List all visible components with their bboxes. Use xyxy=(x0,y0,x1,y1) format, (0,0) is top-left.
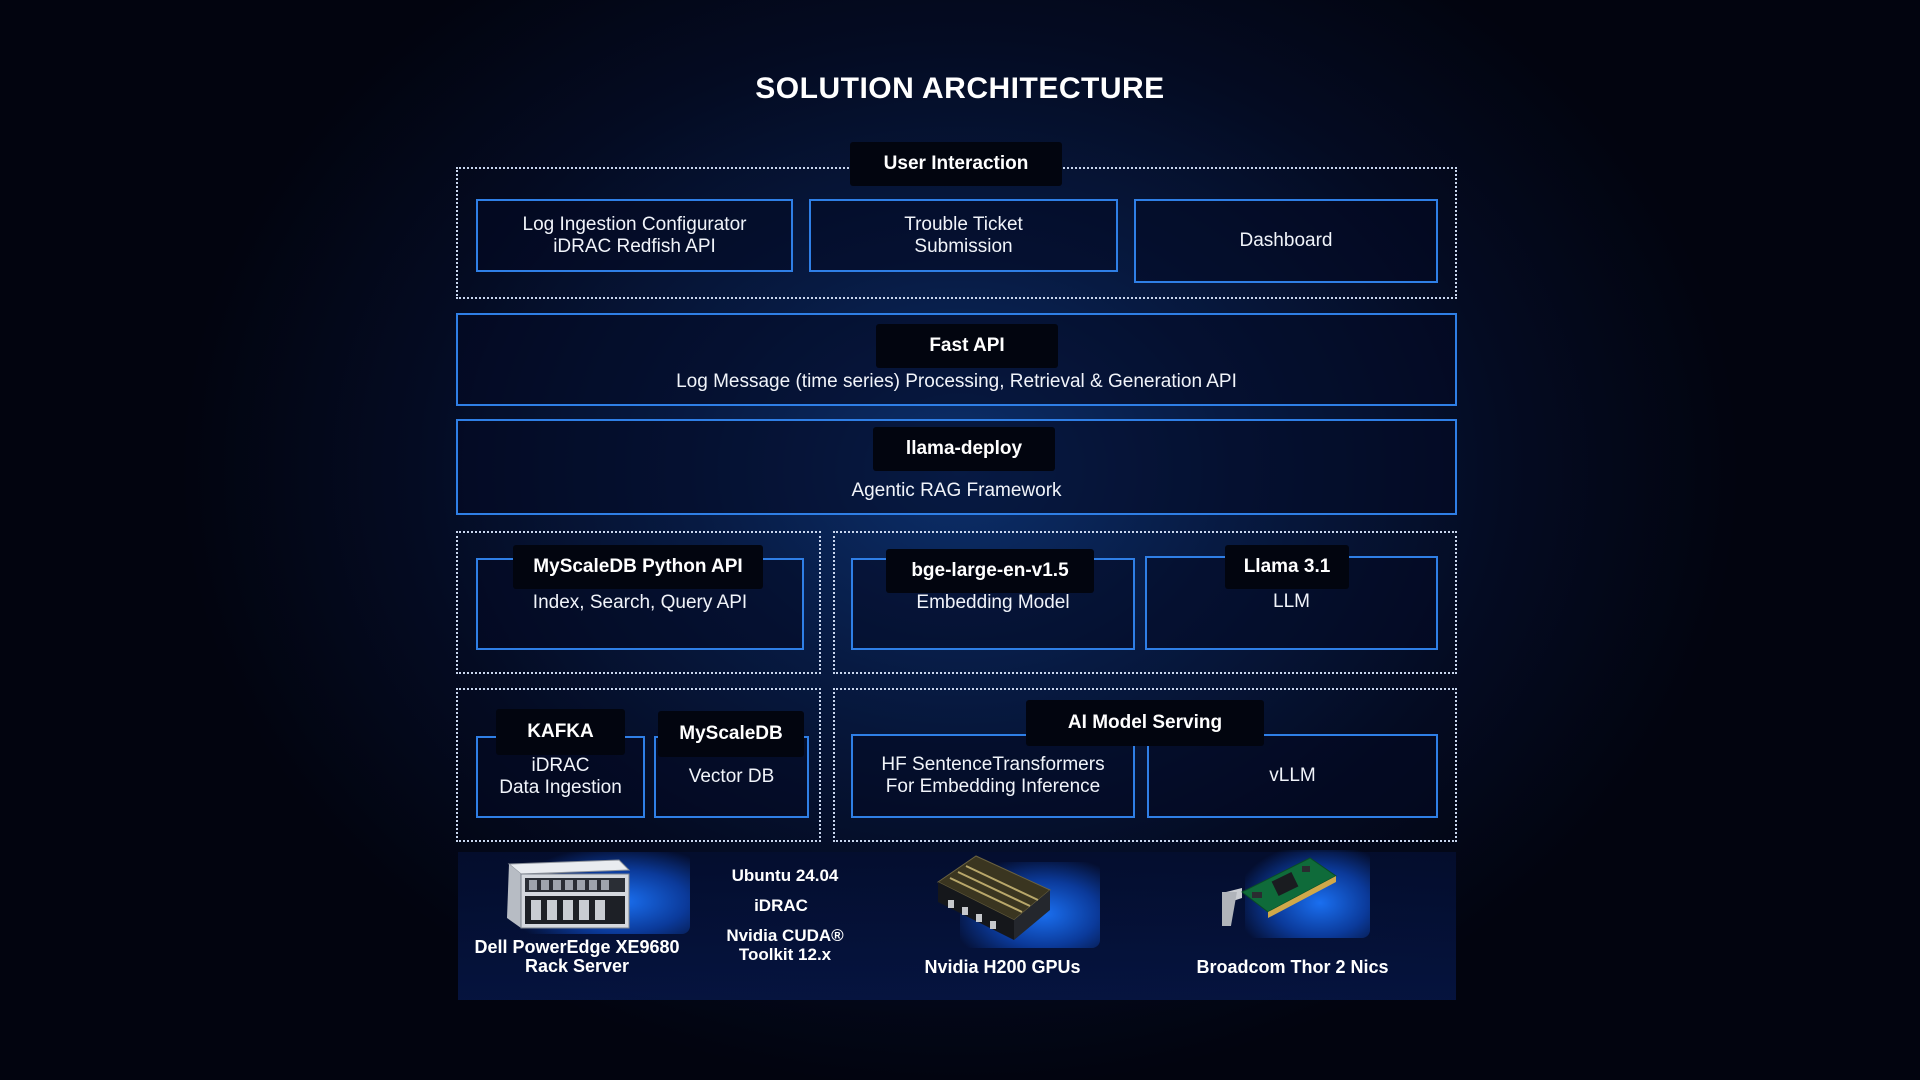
kafka-tag: KAFKA xyxy=(496,709,625,755)
llm-description: LLM xyxy=(1273,591,1310,612)
hf-line2: For Embedding Inference xyxy=(885,776,1101,797)
log-ingestion-configurator-box[interactable]: Log Ingestion Configurator iDRAC Redfish… xyxy=(476,199,793,272)
llm-tag: Llama 3.1 xyxy=(1225,545,1349,589)
vllm-label: vLLM xyxy=(1269,765,1316,786)
fast-api-tag: Fast API xyxy=(876,324,1058,368)
trouble-ticket-box[interactable]: Trouble Ticket Submission xyxy=(809,199,1118,272)
nic-card-icon xyxy=(1212,852,1340,932)
myscale-python-api-tag: MyScaleDB Python API xyxy=(513,545,763,589)
os-label: Ubuntu 24.04 xyxy=(731,866,839,885)
server-icon xyxy=(495,856,635,932)
hf-line1: HF SentenceTransformers xyxy=(881,754,1105,775)
kafka-line1: iDRAC xyxy=(531,755,590,776)
myscale-python-api-description: Index, Search, Query API xyxy=(532,592,748,613)
ai-model-serving-tag: AI Model Serving xyxy=(1026,700,1264,746)
vllm-box[interactable]: vLLM xyxy=(1147,734,1438,818)
server-label-line2: Rack Server xyxy=(524,956,630,976)
trouble-ticket-line1: Trouble Ticket xyxy=(904,213,1023,235)
data-api-group xyxy=(456,531,821,674)
cuda-line1: Nvidia CUDA® xyxy=(726,926,844,945)
llama-deploy-tag: llama-deploy xyxy=(873,427,1055,471)
idrac-label: iDRAC xyxy=(754,896,808,915)
embedding-model-tag: bge-large-en-v1.5 xyxy=(886,549,1094,593)
llama-deploy-description: Agentic RAG Framework xyxy=(851,480,1062,501)
ai-model-serving-group xyxy=(833,688,1457,842)
hf-sentence-transformers-box[interactable]: HF SentenceTransformers For Embedding In… xyxy=(851,734,1135,818)
server-label-line1: Dell PowerEdge XE9680 xyxy=(474,937,680,957)
user-interaction-tag: User Interaction xyxy=(850,142,1062,186)
kafka-line2: Data Ingestion xyxy=(499,777,622,798)
data-store-group xyxy=(456,688,821,842)
gpu-label: Nvidia H200 GPUs xyxy=(924,957,1081,977)
myscaledb-description: Vector DB xyxy=(688,766,775,787)
fast-api-description: Log Message (time series) Processing, Re… xyxy=(676,371,1237,392)
log-ingestion-line2: iDRAC Redfish API xyxy=(553,235,716,257)
myscaledb-tag: MyScaleDB xyxy=(658,711,804,757)
model-group xyxy=(833,531,1457,674)
embedding-model-description: Embedding Model xyxy=(916,592,1070,613)
software-stack: Ubuntu 24.04 iDRAC Nvidia CUDA® Toolkit … xyxy=(710,866,860,964)
trouble-ticket-line2: Submission xyxy=(914,235,1013,257)
log-ingestion-line1: Log Ingestion Configurator xyxy=(522,213,747,235)
dashboard-label: Dashboard xyxy=(1239,230,1333,251)
server-label: Dell PowerEdge XE9680 Rack Server xyxy=(462,938,692,976)
dashboard-box[interactable]: Dashboard xyxy=(1134,199,1438,283)
cuda-line2: Toolkit 12.x xyxy=(738,945,832,964)
gpu-icon xyxy=(930,852,1060,944)
page-title: SOLUTION ARCHITECTURE xyxy=(755,72,1165,105)
nic-label: Broadcom Thor 2 Nics xyxy=(1196,957,1389,977)
